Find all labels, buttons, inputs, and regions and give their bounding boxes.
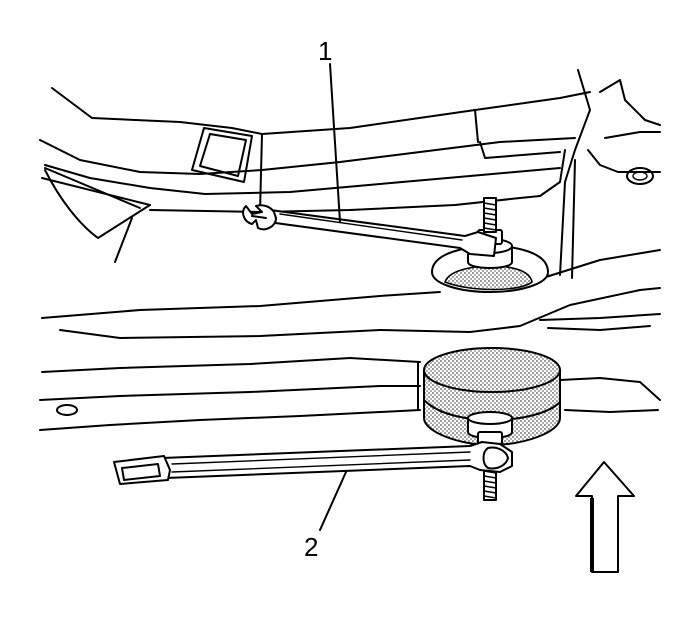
upper-frame-rail <box>39 87 591 263</box>
callout-1: 1 <box>318 36 332 66</box>
subframe-crossmember <box>39 249 661 431</box>
right-side-bracket <box>559 69 661 279</box>
leader-line-2 <box>319 471 347 531</box>
upper-wrench <box>242 204 497 257</box>
callout-2: 2 <box>304 532 318 562</box>
leader-line-1 <box>329 63 341 223</box>
up-arrow-icon <box>575 461 635 573</box>
lower-wrench <box>113 441 513 485</box>
upper-bolt-threads <box>483 197 497 233</box>
lower-body-mount <box>423 347 561 501</box>
